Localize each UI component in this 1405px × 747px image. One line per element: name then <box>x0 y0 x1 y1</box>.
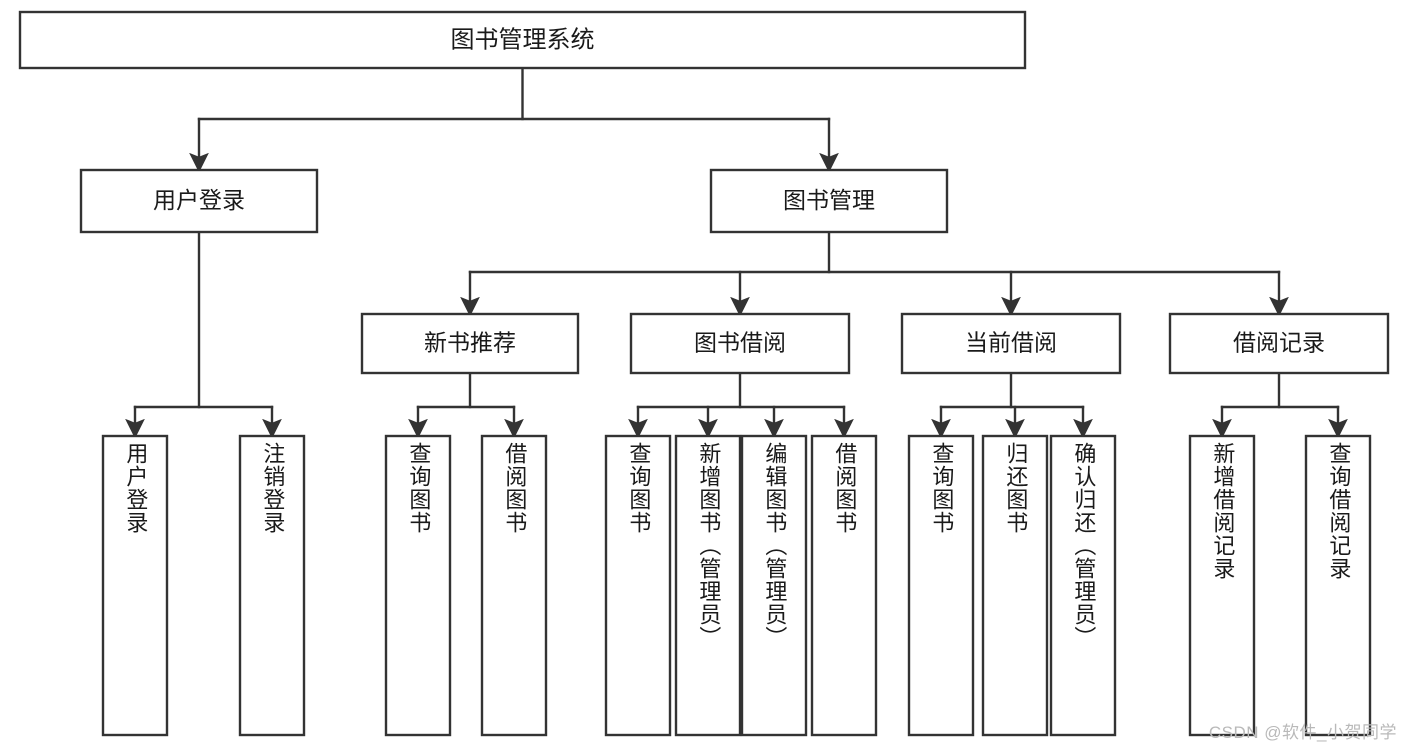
node-new-book-recommend-label: 新书推荐 <box>424 330 516 356</box>
node-new-book-recommend[interactable] <box>360 312 580 375</box>
node-leaf-confirm-return[interactable] <box>1049 434 1117 737</box>
node-leaf-query-record[interactable] <box>1304 434 1372 737</box>
node-leaf-user-logout[interactable] <box>238 434 306 737</box>
node-book-manage[interactable] <box>709 168 949 234</box>
node-leaf-query-book-1[interactable] <box>384 434 452 737</box>
node-book-borrow[interactable] <box>629 312 851 375</box>
node-leaf-user-login[interactable] <box>101 434 169 737</box>
connector-layer <box>125 66 1348 439</box>
node-book-manage-label: 图书管理 <box>783 187 875 213</box>
csdn-watermark: CSDN @软件_小贺同学 <box>1208 723 1397 742</box>
node-leaf-query-book-2[interactable] <box>604 434 672 737</box>
node-current-borrow[interactable] <box>900 312 1122 375</box>
node-borrow-record[interactable] <box>1168 312 1390 375</box>
node-leaf-edit-book[interactable] <box>740 434 808 737</box>
node-root[interactable] <box>18 10 1027 70</box>
node-root-label: 图书管理系统 <box>451 26 595 53</box>
node-box-layer <box>18 10 1390 737</box>
node-user-login[interactable] <box>79 168 319 234</box>
node-leaf-add-record[interactable] <box>1188 434 1256 737</box>
node-user-login-label: 用户登录 <box>153 187 245 213</box>
node-leaf-query-book-3[interactable] <box>907 434 975 737</box>
node-leaf-return-book[interactable] <box>981 434 1049 737</box>
node-current-borrow-label: 当前借阅 <box>965 330 1057 356</box>
node-borrow-record-label: 借阅记录 <box>1233 330 1325 356</box>
node-leaf-borrow-book-2[interactable] <box>810 434 878 737</box>
node-leaf-add-book[interactable] <box>674 434 742 737</box>
node-book-borrow-label: 图书借阅 <box>694 330 786 356</box>
node-leaf-borrow-book-1[interactable] <box>480 434 548 737</box>
